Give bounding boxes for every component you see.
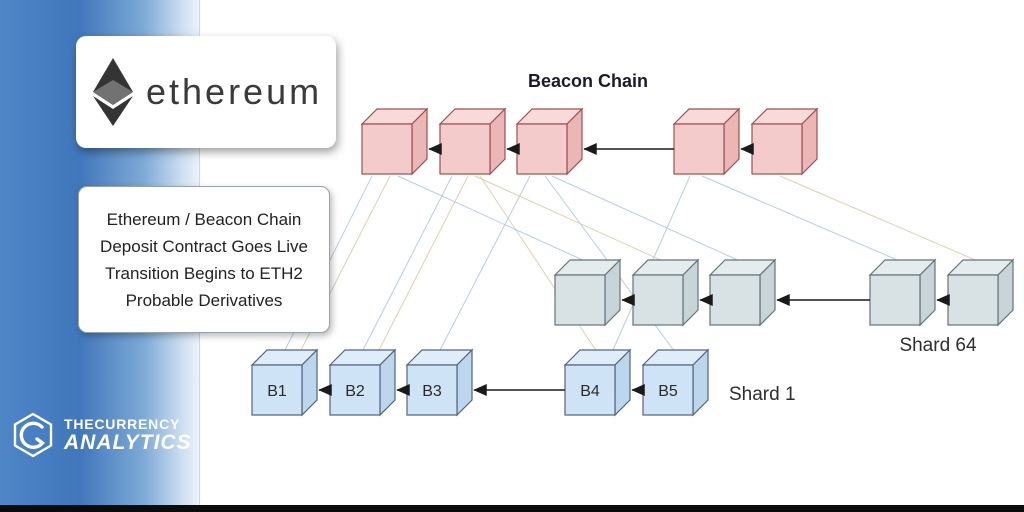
shard64-block [868,258,937,327]
shard64-label: Shard 64 [899,335,977,356]
ethereum-logo-card: ethereum [76,36,336,148]
block-cubes: B1 B2 B3 B4 B5 [250,107,1015,417]
chain-arrows [318,143,950,396]
beacon-block [438,107,507,176]
block-label: B4 [580,383,600,400]
shard1-block: B5 [641,348,710,417]
connector-lines [283,175,981,353]
ethereum-wordmark: ethereum [146,71,323,112]
beacon-block [672,107,741,176]
beacon-chain-title: Beacon Chain [528,71,648,91]
shard1-label: Shard 1 [729,384,796,405]
shard64-block [708,258,777,327]
shard1-block: B4 [563,348,632,417]
block-label: B5 [658,383,678,400]
headline-line: Ethereum / Beacon Chain [106,209,302,229]
block-label: B1 [267,383,287,400]
headline-line: Probable Derivatives [125,290,283,310]
shard1-block: B2 [328,348,397,417]
headline-card: Ethereum / Beacon Chain Deposit Contract… [78,186,330,333]
block-label: B3 [422,383,442,400]
ethereum-diamond-icon [93,58,133,126]
thecurrency-analytics-logo: THECURRENCY ANALYTICS [10,412,192,459]
beacon-block [360,107,429,176]
tca-line1: THECURRENCY [64,416,181,433]
tca-hexagon-icon [13,412,53,458]
headline-line: Deposit Contract Goes Live [100,236,308,256]
shard64-block [631,258,700,327]
shard64-block [553,258,622,327]
shard1-block: B1 [250,348,319,417]
shard1-block: B3 [405,348,474,417]
tca-line2: ANALYTICS [64,430,192,454]
block-label: B2 [345,383,365,400]
shard64-block [946,258,1015,327]
headline-line: Transition Begins to ETH2 [105,263,303,283]
beacon-block [750,107,819,176]
bottom-black-bar [0,505,1024,512]
beacon-block [515,107,584,176]
